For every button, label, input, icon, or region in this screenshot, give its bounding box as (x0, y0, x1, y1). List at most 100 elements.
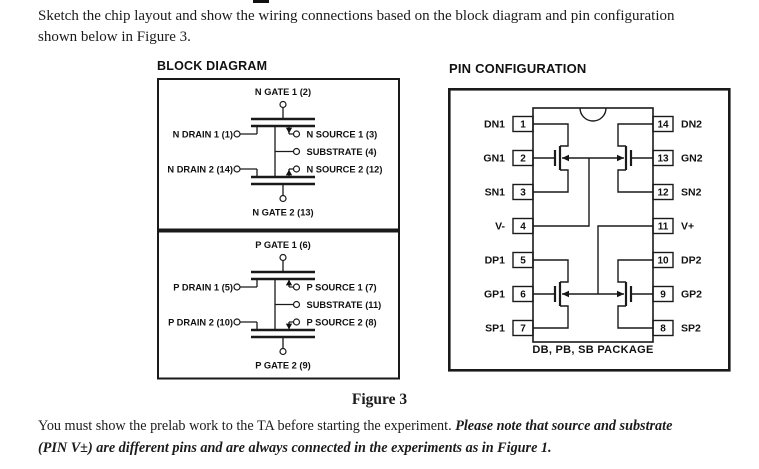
sn1-trace (533, 169, 569, 193)
footer-emphasis-2: (PIN V±) are different pins and are alwa… (38, 439, 552, 456)
pin-box-7 (512, 319, 534, 337)
n-source-2-label: N SOURCE 2 (12) (307, 164, 383, 174)
footer-normal-text: You must show the prelab work to the TA … (38, 418, 456, 434)
pin-number-5: 5 (520, 256, 526, 267)
ic-package-outline (532, 107, 654, 343)
pin-box-3 (512, 183, 534, 201)
pin-number-9: 9 (660, 290, 666, 301)
pin-box-8 (652, 319, 674, 337)
pin-label-gn2: GN2 (681, 153, 703, 165)
v-minus-trace (533, 158, 590, 227)
p-drain-1-lead (240, 279, 258, 288)
footer-line-1: You must show the prelab work to the TA … (38, 416, 672, 438)
pin-label-dp2: DP2 (681, 255, 702, 267)
n-gate-1-label: N GATE 1 (2) (255, 87, 311, 97)
n-section-schematic: N GATE 1 (2) N DRAIN 1 (1) N SOURCE 1 (3… (167, 87, 382, 218)
p-source-2-label: P SOURCE 2 (8) (307, 317, 377, 327)
pin-box-10 (652, 251, 674, 269)
n-gate-1-terminal (279, 100, 287, 109)
sn2-trace (617, 169, 653, 193)
p-section-box (157, 230, 400, 380)
pin-number-13: 13 (657, 154, 669, 165)
p-drain-2-lead (240, 321, 258, 330)
p-source-1-terminal (292, 283, 301, 291)
n-source-2-arrow (285, 169, 293, 176)
right-pins: 14 DN2 13 GN2 12 SN2 11 V+ 10 DP2 9 GP2 … (652, 115, 703, 337)
n-drain-2-label: N DRAIN 2 (14) (167, 164, 233, 174)
n-drain-1-label: N DRAIN 1 (1) (173, 129, 233, 139)
pin-box-14 (652, 115, 674, 133)
n-source-2-terminal (292, 165, 301, 173)
n-source-1-arrow (285, 127, 293, 134)
p-drain-2-label: P DRAIN 2 (10) (168, 317, 233, 327)
n-source-1-label: N SOURCE 1 (3) (307, 129, 378, 139)
n-substrate-label: SUBSTRATE (4) (307, 147, 377, 157)
pin-label-sn2: SN2 (681, 187, 702, 199)
footer-emphasis-1: Please note that source and substrate (455, 418, 673, 434)
sp1-trace (533, 305, 569, 329)
cropped-text-artifact (253, 0, 269, 3)
pin-label-gp1: GP1 (484, 289, 505, 301)
n-drain-2-lead (240, 168, 258, 177)
n-section-box (157, 78, 400, 231)
p-source-2-arrow (285, 323, 293, 330)
p-drain-2-terminal (233, 318, 241, 326)
n-mosfet-right (617, 123, 653, 193)
pin-box-1 (512, 115, 534, 133)
n-drain-1-lead (240, 126, 258, 135)
footer-paragraph: You must show the prelab work to the TA … (38, 416, 672, 459)
intro-paragraph: Sketch the chip layout and show the wiri… (38, 6, 675, 48)
sp2-trace (617, 305, 653, 329)
p-gate-2-label: P GATE 2 (9) (255, 361, 310, 371)
pin-label-gp2: GP2 (681, 289, 702, 301)
pin-box-9 (652, 285, 674, 303)
p-gate-1-terminal (279, 253, 287, 262)
pin-box-6 (512, 285, 534, 303)
dn1-trace (533, 123, 569, 147)
ic-internal-wiring (533, 123, 653, 329)
pin-number-11: 11 (658, 222, 669, 233)
dn2-trace (617, 123, 653, 147)
pin-number-3: 3 (520, 188, 526, 199)
p-substrate-label: SUBSTRATE (11) (307, 300, 382, 310)
ic-notch (579, 107, 607, 122)
pin-number-7: 7 (520, 324, 526, 335)
intro-line-2: shown below in Figure 3. (38, 29, 191, 45)
p-gate-1-label: P GATE 1 (6) (255, 240, 310, 250)
block-diagram-title: BLOCK DIAGRAM (157, 59, 268, 73)
n-mosfet-left (533, 123, 569, 193)
pin-label-sp1: SP1 (485, 323, 505, 335)
n-drain-2-terminal (233, 165, 241, 173)
package-label: DB, PB, SB PACKAGE (532, 344, 653, 356)
n-gate-2-terminal (279, 194, 287, 203)
pin-box-4 (512, 217, 534, 235)
pin-box-5 (512, 251, 534, 269)
pin-label-v-minus: V- (495, 221, 505, 233)
p-drain-1-terminal (233, 283, 241, 291)
n-gate-2-label: N GATE 2 (13) (252, 208, 313, 218)
figure-caption: Figure 3 (351, 391, 408, 408)
v-plus-trace (597, 225, 653, 294)
n-drain-1-terminal (233, 130, 241, 138)
p-section-schematic: P GATE 1 (6) P DRAIN 1 (5) P SOURCE 1 (7… (168, 240, 381, 371)
n-substrate-terminal (292, 147, 301, 156)
p-source-2-terminal (292, 318, 301, 326)
pin-box-12 (652, 183, 674, 201)
pin-label-dn1: DN1 (484, 119, 505, 131)
pin-label-v-plus: V+ (681, 221, 694, 233)
pin-box-13 (652, 149, 674, 167)
dp2-trace (617, 259, 653, 283)
pin-number-2: 2 (520, 154, 526, 165)
pin-number-8: 8 (660, 324, 666, 335)
p-gate-2-terminal (279, 347, 287, 356)
pin-number-10: 10 (657, 256, 669, 267)
pin-number-14: 14 (657, 120, 669, 131)
pin-number-12: 12 (657, 188, 669, 199)
pin-number-1: 1 (520, 120, 526, 131)
pin-number-4: 4 (520, 222, 526, 233)
pin-configuration-title: PIN CONFIGURATION (449, 61, 587, 76)
pin-label-sp2: SP2 (681, 323, 701, 335)
pin-label-sn1: SN1 (485, 187, 506, 199)
pin-label-dn2: DN2 (681, 119, 702, 131)
